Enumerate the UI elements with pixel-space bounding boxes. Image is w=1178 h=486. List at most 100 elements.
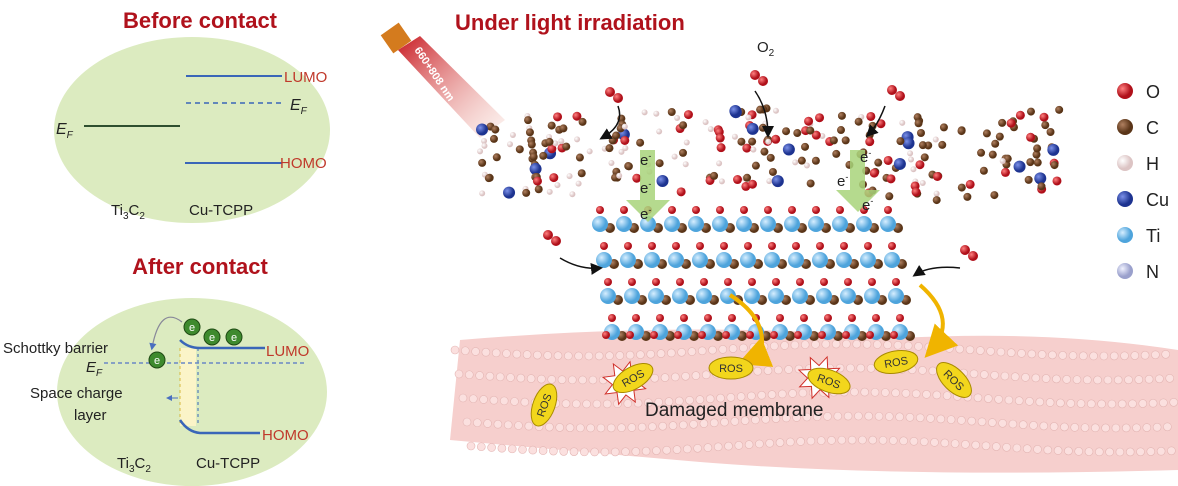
lipid-head [919, 437, 929, 447]
lipid-head [1048, 350, 1057, 360]
o2-arrow [865, 105, 886, 138]
atom-o [1015, 110, 1025, 120]
atom-h [766, 178, 773, 185]
lipid-head [874, 411, 884, 421]
atom-ti [668, 252, 684, 268]
atom-h [653, 110, 660, 117]
lipid-head [1058, 351, 1067, 360]
atom-c [478, 158, 487, 167]
lipid-head [720, 417, 729, 427]
atom-o [800, 314, 808, 322]
lipid-head [701, 370, 711, 380]
lipid-head [878, 435, 888, 445]
lipid-head [1128, 399, 1137, 409]
lipid-head [1134, 375, 1144, 384]
atom-o [716, 143, 726, 153]
atom-c [806, 179, 815, 188]
lipid-head [905, 412, 915, 422]
lipid-head [557, 375, 567, 384]
atom-ti [864, 288, 880, 304]
atom-o [788, 206, 796, 214]
lipid-head [586, 423, 595, 433]
atom-ti [672, 288, 688, 304]
lipid-head [575, 423, 585, 433]
lipid-head [695, 395, 705, 404]
laser-head [380, 22, 412, 54]
lipid-head [726, 393, 736, 402]
lipid-head [1018, 420, 1028, 430]
lipid-head [458, 393, 468, 403]
atom-c [793, 129, 802, 138]
lipid-head [899, 436, 908, 446]
lipid-head [677, 347, 686, 357]
lipid-head [499, 396, 509, 406]
after-lumo-label: LUMO [266, 343, 309, 360]
lipid-head [559, 447, 569, 456]
lipid-head [678, 420, 688, 430]
atom-c [539, 151, 548, 160]
atom-o [812, 206, 820, 214]
atom-o [656, 314, 664, 322]
lipid-head [1105, 447, 1114, 457]
atom-c [841, 136, 850, 145]
lipid-head [489, 395, 499, 405]
lipid-head [1169, 398, 1178, 407]
electron-label: e- [640, 179, 651, 197]
lipid-head [1111, 423, 1121, 433]
atom-o [840, 242, 848, 250]
atom-c-icon [1117, 119, 1133, 135]
lipid-head [769, 341, 779, 351]
atom-o [866, 111, 876, 121]
lipid-head [1053, 446, 1063, 455]
atom-h [507, 141, 514, 148]
atom-c [988, 150, 997, 159]
atom-ti [712, 216, 728, 232]
lipid-head [533, 350, 542, 360]
lipid-head [1163, 422, 1172, 432]
atom-h [718, 178, 725, 185]
atom-c [811, 156, 820, 165]
after-homo-label: HOMO [262, 427, 309, 444]
lipid-head [709, 418, 719, 428]
atom-o [632, 314, 640, 322]
atom-o [532, 176, 542, 186]
atom-ti [644, 252, 660, 268]
lipid-head [781, 413, 791, 423]
atom-c [920, 153, 929, 162]
lipid-head [1043, 445, 1053, 455]
lipid-head [792, 413, 801, 422]
lipid-head [955, 344, 965, 354]
atom-ti [832, 216, 848, 232]
o2-molecules [543, 70, 978, 277]
lipid-head [571, 399, 581, 409]
atom-c [489, 134, 498, 143]
electron-label: e- [862, 196, 873, 214]
atom-ti [840, 288, 856, 304]
atom-h [509, 131, 516, 138]
atom-o [692, 206, 700, 214]
lipid-head [1138, 399, 1148, 408]
electron-label: e- [640, 205, 651, 223]
lipid-head [1045, 398, 1055, 407]
lipid-head [636, 350, 645, 359]
lipid-head [1070, 423, 1079, 432]
lipid-head [1136, 447, 1145, 457]
atom-h [683, 139, 690, 146]
atom-o [596, 206, 604, 214]
ros-oval [936, 362, 972, 398]
lipid-head [990, 370, 999, 380]
lipid-head [596, 423, 606, 433]
ti3c2-fermi-label: EF [56, 121, 74, 141]
atom-o [668, 206, 676, 214]
atom-cu [1047, 143, 1060, 156]
lipid-head [610, 447, 620, 457]
atom-h [552, 140, 559, 147]
lipid-head [600, 447, 610, 457]
lipid-head [537, 374, 546, 384]
lipid-head [823, 412, 832, 421]
lipid-head [689, 419, 698, 429]
lipid-head [880, 388, 890, 397]
lipid-head [837, 435, 847, 445]
legend-label: Cu [1146, 190, 1169, 210]
